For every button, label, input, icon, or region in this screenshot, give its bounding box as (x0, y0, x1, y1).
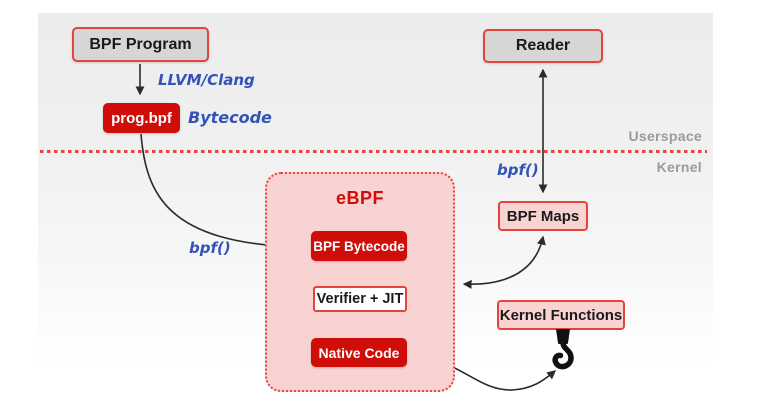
hook-icon (552, 329, 574, 370)
llvm-clang-label: LLVM/Clang (158, 71, 255, 89)
ebpf-title: eBPF (335, 188, 384, 208)
userspace-label: Userspace (628, 128, 702, 144)
prog-bpf-node: prog.bpf (103, 103, 180, 133)
bpf-bytecode-node: BPF Bytecode (311, 231, 407, 261)
userspace-kernel-divider (40, 150, 707, 153)
bpf-maps-node: BPF Maps (498, 201, 588, 231)
verifier-jit-node: Verifier + JIT (313, 286, 407, 312)
bytecode-label: Bytecode (188, 108, 272, 127)
bpf-program-node: BPF Program (72, 27, 209, 62)
kernel-functions-node: Kernel Functions (497, 300, 625, 330)
bpf-call-right-label: bpf() (497, 161, 539, 179)
kernel-label: Kernel (656, 159, 702, 175)
reader-node: Reader (483, 29, 603, 63)
native-code-node: Native Code (311, 338, 407, 367)
bpf-call-left-label: bpf() (189, 239, 231, 257)
